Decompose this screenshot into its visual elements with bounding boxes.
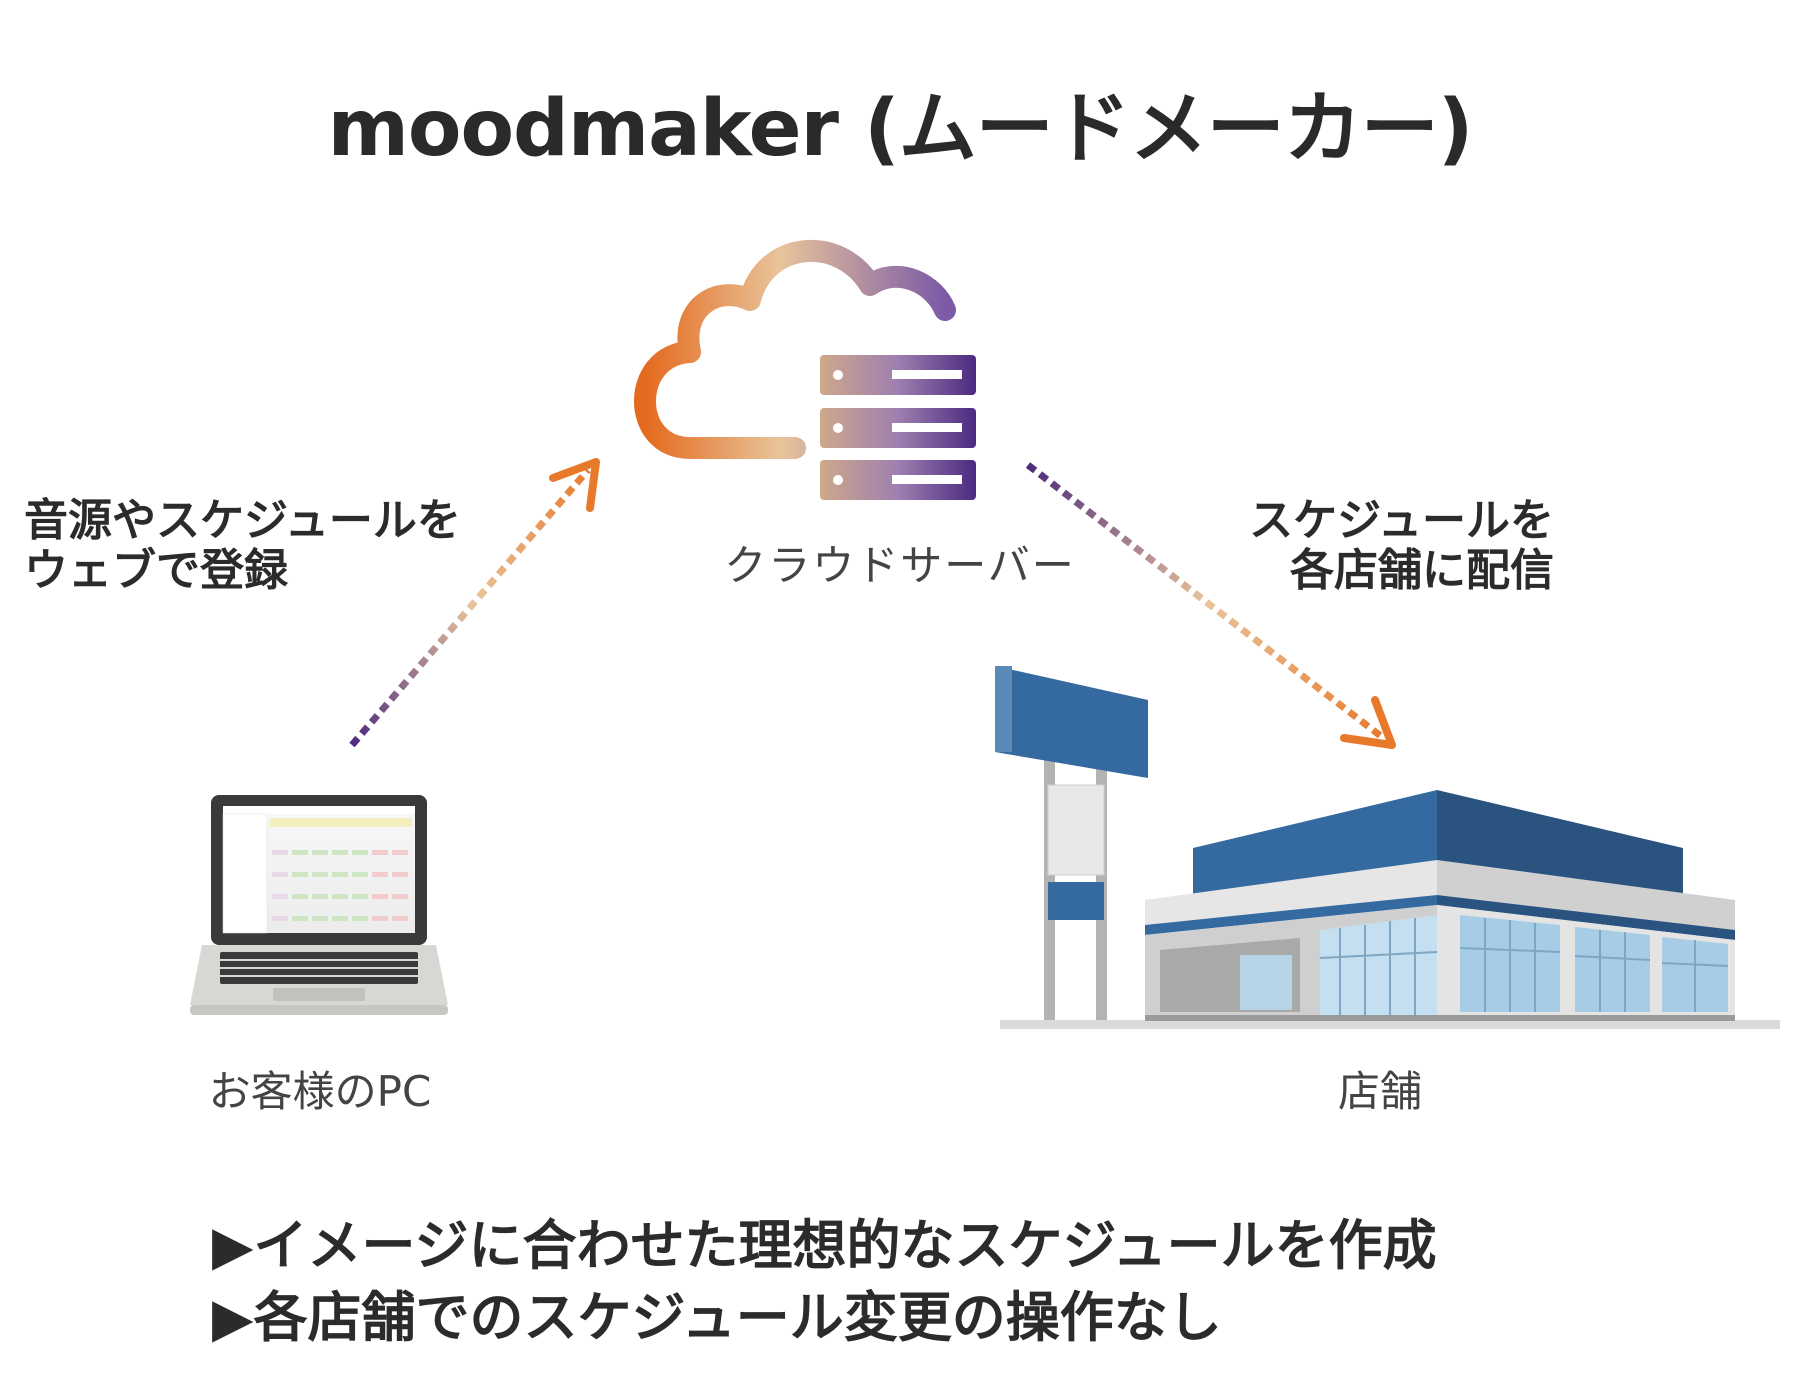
store-building-icon [995, 666, 1780, 1029]
store-label: 店舗 [1337, 1067, 1422, 1116]
feature-bullet: ▶各店舗でのスケジュール変更の操作なし [212, 1286, 1222, 1349]
page-title: moodmaker (ムードメーカー) [327, 84, 1474, 174]
cloud-server-label: クラウドサーバー [724, 541, 1076, 590]
feature-bullets: ▶イメージに合わせた理想的なスケジュールを作成 ▶各店舗でのスケジュール変更の操… [212, 1210, 1437, 1354]
edge-label-cloud-to-store: スケジュールを 各店舗に配信 [1249, 495, 1554, 596]
feature-bullet: ▶イメージに合わせた理想的なスケジュールを作成 [212, 1214, 1437, 1277]
arrow-pc-to-cloud [349, 458, 600, 748]
server-rack-icon [820, 355, 976, 500]
laptop-icon [190, 795, 448, 1015]
edge-label-pc-to-cloud: 音源やスケジュールを ウェブで登録 [24, 495, 461, 596]
customer-pc-label: お客様のPC [208, 1067, 432, 1116]
cloud-server-icon [634, 240, 976, 500]
arrow-cloud-to-store [1025, 462, 1396, 749]
